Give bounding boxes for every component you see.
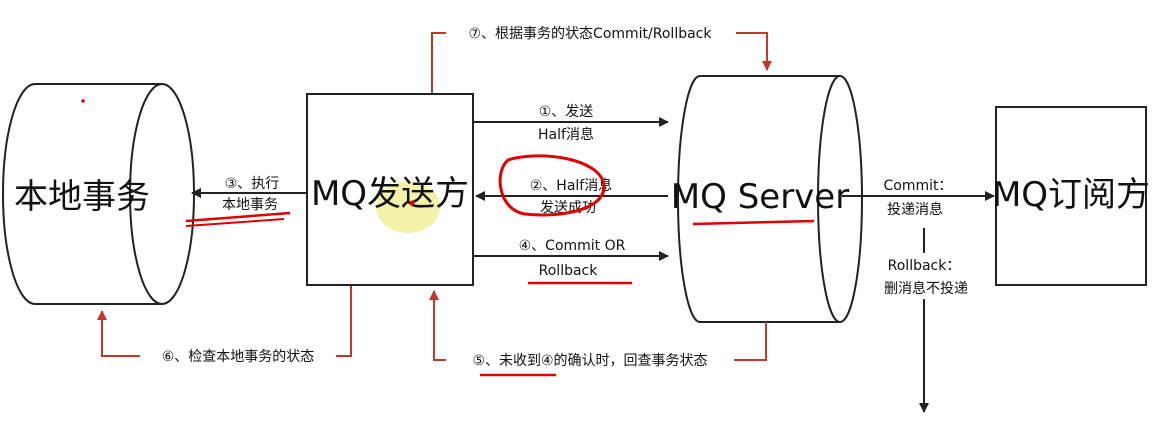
consumer-box xyxy=(995,106,1147,286)
producer-label: MQ发送方 xyxy=(311,174,469,214)
local-tx-cylinder xyxy=(2,83,195,305)
label-rollback-line2: 删消息不投递 xyxy=(884,280,968,297)
stray-dot xyxy=(81,99,85,103)
step6-label-bg xyxy=(140,345,336,367)
label-step1-line2: Half消息 xyxy=(538,126,594,143)
label-step2-line2: 发送成功 xyxy=(540,200,596,216)
label-step1-line1: ①、发送 xyxy=(539,104,594,120)
server-label: MQ Server xyxy=(671,177,849,217)
label-step5: ⑤、未收到④的确认时，回查事务状态 xyxy=(472,353,707,369)
label-step3-line2: 本地事务 xyxy=(222,197,278,213)
step7-label-bg xyxy=(446,22,736,44)
label-rollback-line1: Rollback： xyxy=(888,258,961,274)
annotation-circle-step2 xyxy=(498,154,606,217)
rollback-label-bg xyxy=(870,253,980,299)
annotation-underline-step3 xyxy=(185,211,291,223)
server-cylinder xyxy=(677,75,863,323)
label-step6: ⑥、检查本地事务的状态 xyxy=(162,349,315,365)
label-step7: ⑦、根据事务的状态Commit/Rollback xyxy=(469,26,713,42)
consumer-label: MQ订阅方 xyxy=(992,175,1150,215)
step5-label-bg xyxy=(446,349,734,371)
pointer-dot xyxy=(409,200,415,206)
label-commit-line2: 投递消息 xyxy=(887,201,943,218)
cursor-highlight xyxy=(376,181,440,233)
label-step3-line1: ③、执行 xyxy=(225,176,280,192)
label-step4-line2: Rollback xyxy=(539,263,599,279)
annotation-underline-server xyxy=(692,219,815,226)
label-commit-line1: Commit： xyxy=(884,178,953,194)
producer-box xyxy=(306,93,474,286)
local-tx-label: 本地事务 xyxy=(14,177,150,217)
label-step2-line1: ②、Half消息 xyxy=(530,177,612,194)
label-step4-line1: ④、Commit OR xyxy=(519,238,626,254)
annotation-underline-step3b xyxy=(185,218,285,227)
